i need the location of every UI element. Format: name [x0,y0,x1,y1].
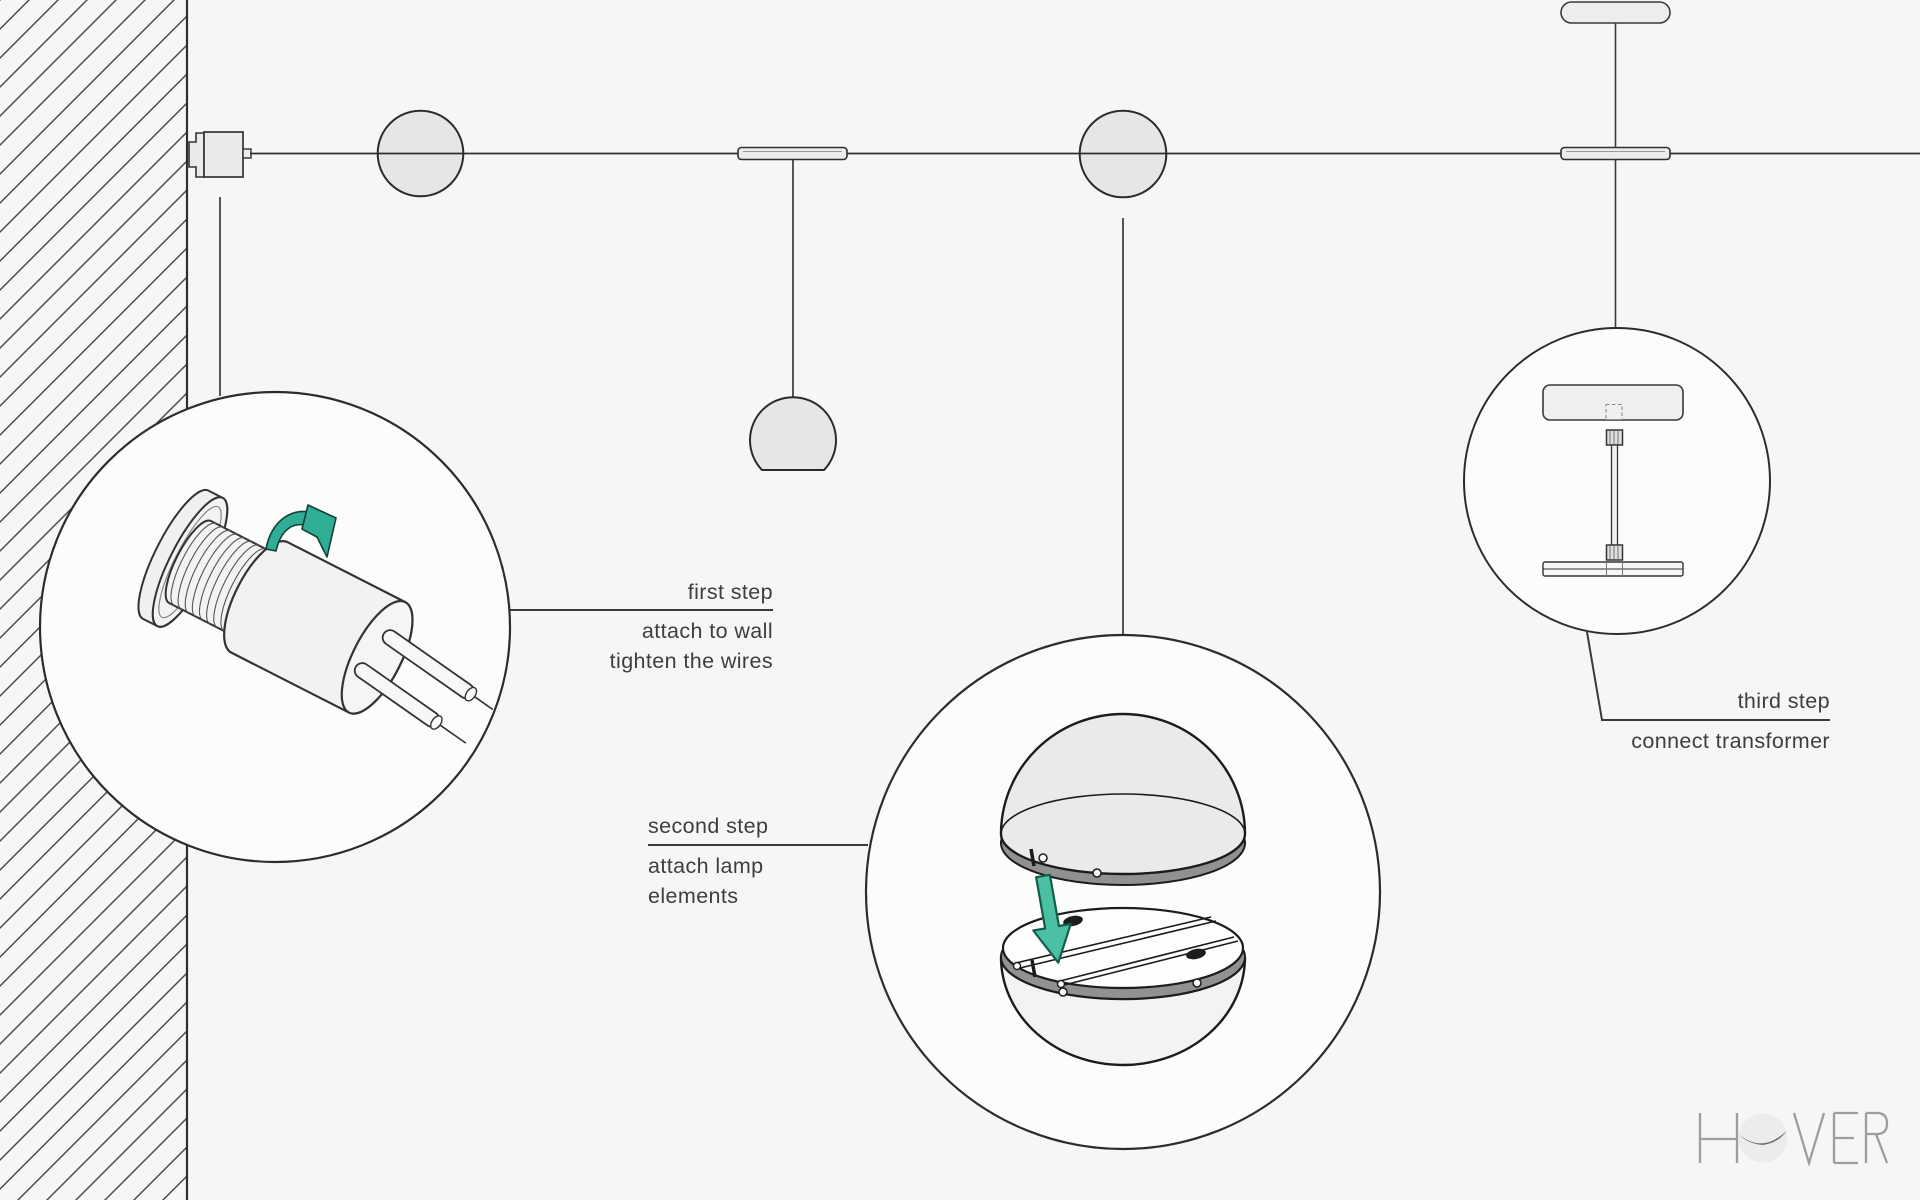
ceiling-transformer-fixture [1560,1,1671,330]
logo-sphere-icon [1738,1113,1788,1163]
leader-line-step3 [1586,631,1830,721]
logo-letter-r [1864,1111,1889,1164]
wall-anchor-illustration [137,489,501,744]
detail-circle-step1 [38,390,512,864]
bowl-notch-2 [1192,978,1202,988]
wire-track-bar [1542,561,1684,577]
anchor-wires [353,629,501,744]
wire-connector-1 [737,146,848,161]
pendant-lamp [749,159,837,471]
wall-mount-flange [188,132,205,178]
hover-logo-graphic [1698,1111,1889,1168]
step2-description: attach lamp elements [648,852,908,911]
logo-letter-h [1698,1113,1739,1163]
wall-mount-body [203,131,244,178]
step2-description-line1: attach lamp [648,854,764,878]
step1-description: attach to wall tighten the wires [493,617,773,676]
dome-notch-1 [1038,853,1048,863]
rotate-arrow-icon [265,504,337,558]
detail-circle-2-outline [864,633,1382,1151]
bowl-notch-1 [1058,987,1068,997]
transformer-housing [1560,1,1671,24]
logo-letter-v [1792,1112,1826,1168]
detail-circle-step3 [1463,327,1771,635]
step1-annotation: first step attach to wall tighten the wi… [493,579,773,676]
lower-bowl-top-plate [1001,906,1245,990]
transformer-connector-nut-top [1605,429,1624,446]
dome-notch-2 [1092,868,1102,878]
step1-description-line2: tighten the wires [609,648,773,673]
transformer-connector-nut-bottom [1605,544,1624,561]
transformer-socket-dashed [1605,403,1623,421]
hover-logo: HOVER [1695,1110,1891,1168]
transformer-box [1542,384,1684,421]
step3-annotation: third step connect transformer [1550,688,1830,757]
step1-label: first step [687,580,773,604]
wall-mount [188,131,252,178]
pendant-shade [749,396,837,471]
wall-mount-nub [242,148,252,159]
step3-description: connect transformer [1550,727,1830,757]
step2-description-line2: elements [648,883,739,908]
step3-description-line1: connect transformer [1631,729,1830,753]
step3-label: third step [1737,689,1830,713]
step2-annotation: second step attach lamp elements [648,813,908,911]
step2-label: second step [648,814,769,838]
logo-letter-e [1832,1111,1858,1165]
insert-arrow-icon [1032,873,1072,964]
wire-connector-2 [1560,146,1671,161]
lamp-upper-dome [999,712,1247,886]
transformer-connector-rod [1610,444,1619,547]
plate-hole-2 [1186,948,1206,960]
wire-track-rails [1015,916,1239,986]
detail-circle-step2 [864,633,1382,1151]
step1-description-line1: attach to wall [641,619,773,643]
